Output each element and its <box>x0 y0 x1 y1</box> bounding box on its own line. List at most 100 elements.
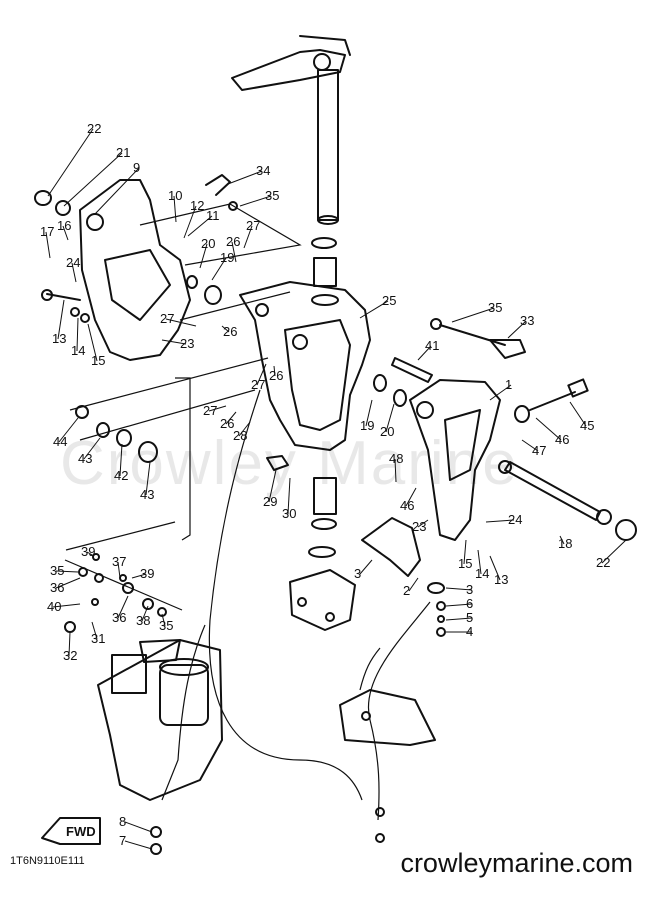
fasteners-7-8 <box>150 807 385 855</box>
callout-leader-22 <box>47 128 94 197</box>
callout-10: 10 <box>168 188 182 203</box>
callout-37: 37 <box>112 554 126 569</box>
callout-leader-38 <box>141 605 149 622</box>
callout-16: 16 <box>57 218 71 233</box>
bolt-45 <box>514 378 589 423</box>
callout-26: 26 <box>220 416 234 431</box>
fwd-arrow <box>41 817 101 845</box>
callout-leader-27 <box>165 318 197 327</box>
callout-leader-43 <box>145 461 151 496</box>
callout-leader-36 <box>117 595 129 619</box>
callout-leader-12 <box>183 205 197 239</box>
callout-leader-42 <box>119 443 123 477</box>
callout-31: 31 <box>91 631 105 646</box>
callout-23: 23 <box>412 519 426 534</box>
website-link[interactable]: crowleymarine.com <box>400 848 633 878</box>
clamp-bracket-right <box>409 379 501 541</box>
callout-28: 28 <box>233 428 247 443</box>
callout-43: 43 <box>140 487 154 502</box>
callout-leader-13 <box>57 299 65 340</box>
callout-36: 36 <box>112 610 126 625</box>
callout-39: 39 <box>81 544 95 559</box>
callout-27: 27 <box>160 311 174 326</box>
callout-leader-36 <box>55 577 81 589</box>
callout-leader-15 <box>463 539 467 565</box>
shaft-bushings <box>308 237 339 558</box>
callout-15: 15 <box>91 353 105 368</box>
callout-leader-46 <box>405 487 417 507</box>
callout-leader-26 <box>225 411 237 425</box>
callout-leader-5 <box>445 617 473 621</box>
callout-3: 3 <box>466 582 473 597</box>
callout-14: 14 <box>71 343 85 358</box>
swivel-bracket <box>239 281 371 451</box>
callout-35: 35 <box>488 300 502 315</box>
callout-39: 39 <box>140 566 154 581</box>
callout-leader-31 <box>91 621 98 640</box>
callout-35: 35 <box>265 188 279 203</box>
callout-20: 20 <box>201 236 215 251</box>
callout-30: 30 <box>282 506 296 521</box>
callout-leader-35 <box>451 307 495 323</box>
callout-48: 48 <box>389 451 403 466</box>
callout-leader-35 <box>239 195 272 207</box>
callout-23: 23 <box>180 336 194 351</box>
callout-22: 22 <box>87 121 101 136</box>
callout-leader-35 <box>55 570 79 573</box>
steering-arm-shaft <box>231 35 351 225</box>
callout-12: 12 <box>190 198 204 213</box>
callout-leader-48 <box>394 458 397 483</box>
callout-22: 22 <box>596 555 610 570</box>
diagram-code: 1T6N9110E111 <box>10 855 85 867</box>
callout-leader-19 <box>211 257 227 281</box>
callout-leader-24 <box>71 262 77 283</box>
callout-leader-26 <box>221 325 230 333</box>
callout-26: 26 <box>226 234 240 249</box>
callout-25: 25 <box>382 293 396 308</box>
callout-13: 13 <box>52 331 66 346</box>
callout-35: 35 <box>159 618 173 633</box>
callout-leader-19 <box>365 399 373 427</box>
callout-8: 8 <box>119 814 126 829</box>
callout-leader-22 <box>601 539 627 564</box>
callout-leader-18 <box>559 535 565 545</box>
callout-46: 46 <box>400 498 414 513</box>
callout-29: 29 <box>263 494 277 509</box>
fasteners-4-5-6 <box>436 601 446 637</box>
callout-5: 5 <box>466 610 473 625</box>
callout-leader-23 <box>417 519 429 528</box>
callout-leader-9 <box>94 167 140 215</box>
callout-21: 21 <box>116 145 130 160</box>
callout-leader-33 <box>507 320 527 339</box>
callout-1: 1 <box>505 377 512 392</box>
callout-3: 3 <box>354 566 361 581</box>
bracket-3 <box>361 517 445 594</box>
callout-leader-15 <box>87 323 98 362</box>
fwd-label: FWD <box>66 824 96 839</box>
callout-9: 9 <box>133 160 140 175</box>
callout-leader-41 <box>417 345 432 361</box>
callout-leader-44 <box>58 417 79 443</box>
callout-leader-47 <box>521 439 539 452</box>
callout-26: 26 <box>269 368 283 383</box>
callout-19: 19 <box>220 250 234 265</box>
callout-leader-27 <box>256 363 267 386</box>
callout-17: 17 <box>40 224 54 239</box>
callout-leader-24 <box>485 519 515 523</box>
callout-14: 14 <box>475 566 489 581</box>
callout-leader-43 <box>83 437 101 460</box>
callout-27: 27 <box>203 403 217 418</box>
callout-leader-7 <box>124 840 153 850</box>
callout-leader-8 <box>124 821 153 833</box>
callout-24: 24 <box>66 255 80 270</box>
pin-33 <box>430 318 526 359</box>
callout-leader-21 <box>63 152 123 207</box>
callout-leader-1 <box>489 384 512 401</box>
callout-leader-10 <box>173 195 177 223</box>
callout-leader-27 <box>208 405 227 412</box>
callout-leader-39 <box>131 573 147 579</box>
callout-45: 45 <box>580 418 594 433</box>
callout-40: 40 <box>47 599 61 614</box>
